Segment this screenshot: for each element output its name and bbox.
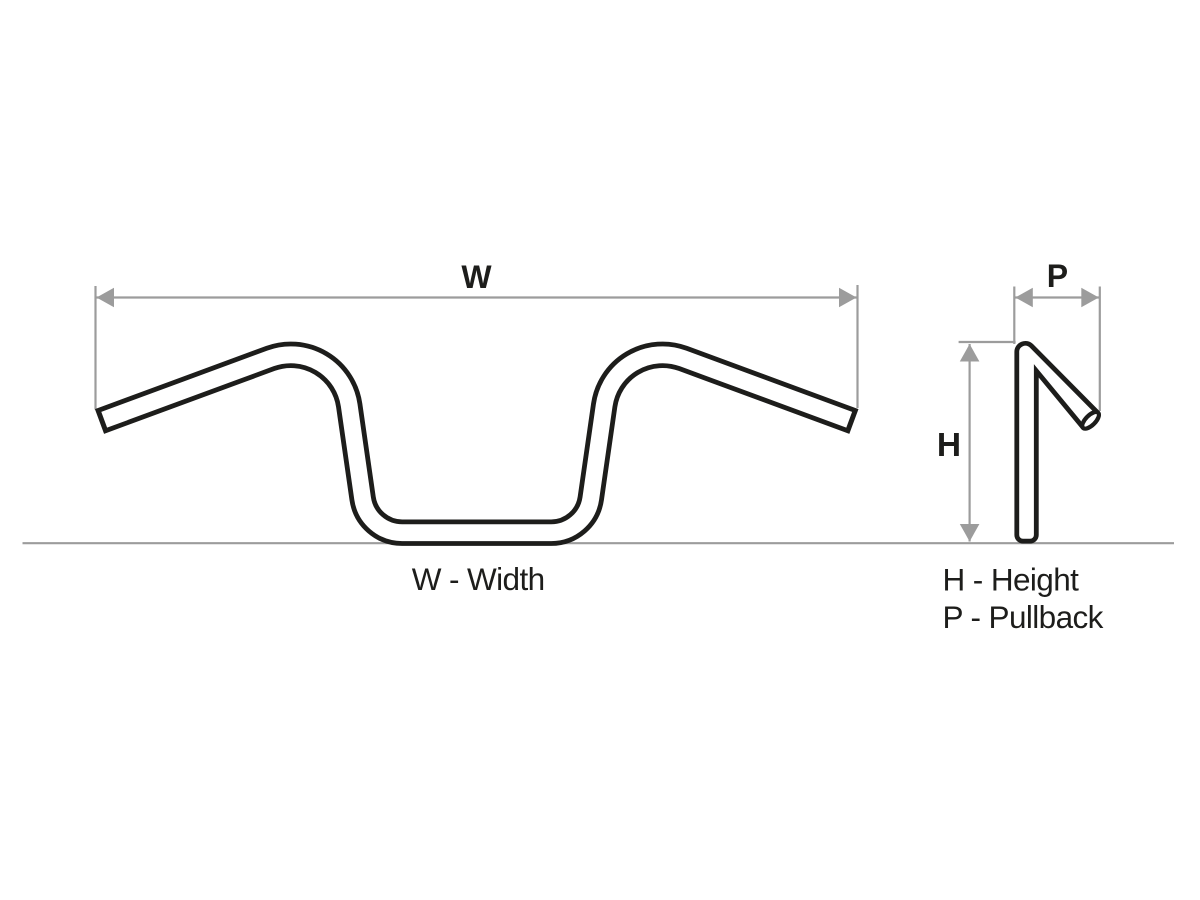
svg-text:H: H — [937, 427, 961, 464]
svg-text:P - Pullback: P - Pullback — [943, 599, 1104, 635]
svg-text:W: W — [461, 259, 492, 295]
svg-text:P: P — [1047, 258, 1068, 294]
svg-text:H - Height: H - Height — [943, 562, 1080, 598]
svg-text:W - Width: W - Width — [412, 561, 545, 597]
